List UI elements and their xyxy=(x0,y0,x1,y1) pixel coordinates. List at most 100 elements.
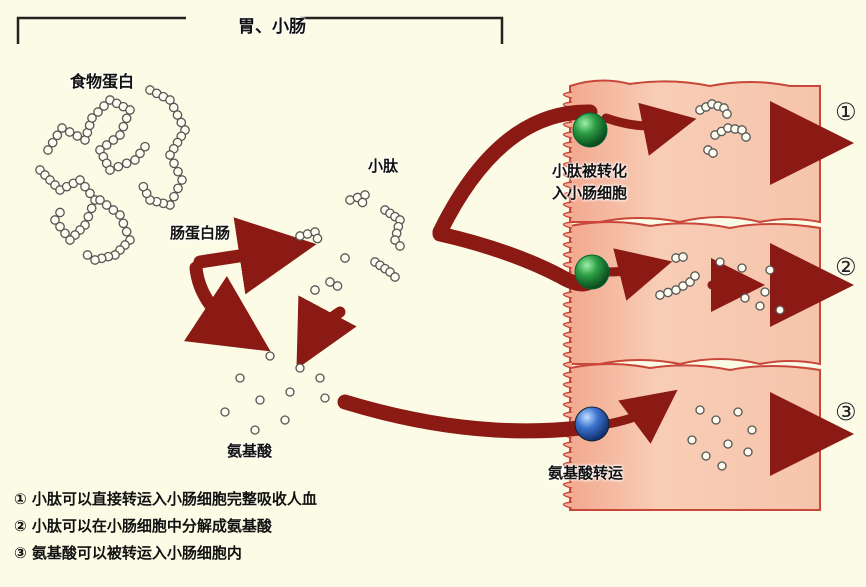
molecule-bead xyxy=(91,256,99,264)
microvillus xyxy=(564,142,573,148)
microvillus xyxy=(564,132,573,138)
microvillus xyxy=(564,262,573,268)
molecule-bead xyxy=(119,122,127,130)
molecule-bead xyxy=(236,374,244,382)
molecule-bead xyxy=(221,408,229,416)
molecule-bead xyxy=(738,264,746,272)
molecule-bead xyxy=(761,288,769,296)
molecule-bead xyxy=(122,227,130,235)
molecule-bead xyxy=(341,254,349,262)
molecule-bead xyxy=(744,448,752,456)
molecule-bead xyxy=(170,159,178,167)
molecule-bead xyxy=(178,176,186,184)
molecule-bead xyxy=(718,462,726,470)
arrow-enzyme-down xyxy=(196,268,238,330)
molecule-bead xyxy=(333,282,341,290)
molecule-bead xyxy=(311,286,319,294)
molecule-bead xyxy=(321,394,329,402)
microvillus xyxy=(564,442,573,448)
microvillus xyxy=(564,242,573,248)
microvillus xyxy=(564,122,573,128)
molecule-bead xyxy=(696,406,704,414)
microvillus xyxy=(564,392,573,398)
molecule-bead xyxy=(116,211,124,219)
molecule-bead xyxy=(723,110,731,118)
microvillus xyxy=(564,342,573,348)
molecule-bead xyxy=(712,416,720,424)
microvillus xyxy=(564,352,573,358)
molecule-bead xyxy=(702,452,710,460)
label-small-peptide: 小肽 xyxy=(368,155,398,176)
microvillus xyxy=(564,382,573,388)
molecule-bead xyxy=(286,388,294,396)
microvillus xyxy=(564,302,573,308)
legend: ① 小肽可以直接转运入小肠细胞完整吸收人血 ② 小肽可以在小肠细胞中分解成氨基酸… xyxy=(14,486,317,567)
microvillus xyxy=(564,252,573,258)
header-title: 胃、小肠 xyxy=(238,12,306,37)
molecule-bead xyxy=(724,440,732,448)
molecule-bead xyxy=(122,159,130,167)
legend-item-3: ③ 氨基酸可以被转运入小肠细胞内 xyxy=(14,540,317,567)
molecule-bead xyxy=(748,426,756,434)
microvillus xyxy=(564,292,573,298)
microvillus xyxy=(564,412,573,418)
microvillus xyxy=(564,222,573,228)
marker-1: ① xyxy=(835,98,857,126)
molecule-bead xyxy=(358,198,366,206)
microvillus xyxy=(564,312,573,318)
arrow-peptide-down xyxy=(312,312,340,340)
transporter-amino-acid xyxy=(575,407,609,441)
molecule-bead xyxy=(688,436,696,444)
molecule-bead xyxy=(391,273,399,281)
label-path1-line1: 小肽被转化 xyxy=(552,160,692,182)
molecule-bead xyxy=(296,364,304,372)
molecule-bead xyxy=(174,184,182,192)
molecule-bead xyxy=(679,253,687,261)
label-path1-line2: 入小肠细胞 xyxy=(552,182,692,204)
molecule-bead xyxy=(141,142,149,150)
molecule-bead xyxy=(119,219,127,227)
transporter-peptide-1 xyxy=(573,113,607,147)
molecule-bead xyxy=(313,234,321,242)
molecule-bead xyxy=(87,204,95,212)
molecule-bead xyxy=(83,251,91,259)
arrow-to-small-peptide xyxy=(200,250,278,262)
molecule-bead xyxy=(734,408,742,416)
molecule-bead xyxy=(122,114,130,122)
label-path1: 小肽被转化 入小肠细胞 xyxy=(552,160,692,204)
molecule-bead xyxy=(170,192,178,200)
molecule-bead xyxy=(691,272,699,280)
microvillus xyxy=(564,372,573,378)
microvillus xyxy=(564,92,573,98)
microvillus xyxy=(564,452,573,458)
molecule-bead xyxy=(316,374,324,382)
label-enzyme: 肠蛋白肠 xyxy=(170,222,230,243)
microvillus xyxy=(564,322,573,328)
legend-item-2: ② 小肽可以在小肠细胞中分解成氨基酸 xyxy=(14,513,317,540)
molecule-bead xyxy=(776,306,784,314)
label-path3: 氨基酸转运 xyxy=(548,462,623,483)
microvillus xyxy=(564,502,573,508)
molecule-bead xyxy=(656,291,664,299)
molecule-bead xyxy=(56,208,64,216)
transporter-peptide-2 xyxy=(575,255,609,289)
molecule-bead xyxy=(716,258,724,266)
microvillus xyxy=(564,212,573,218)
marker-3: ③ xyxy=(835,398,857,426)
microvillus xyxy=(564,362,573,368)
molecule-bead xyxy=(139,182,147,190)
arrow-in-cell-2 xyxy=(606,268,646,272)
label-food-protein: 食物蛋白 xyxy=(70,68,134,92)
molecule-bead xyxy=(756,302,764,310)
microvillus xyxy=(564,402,573,408)
molecule-bead xyxy=(256,396,264,404)
molecule-bead xyxy=(126,106,134,114)
molecule-bead xyxy=(251,426,259,434)
molecule-bead xyxy=(281,416,289,424)
molecule-bead xyxy=(174,167,182,175)
molecule-bead xyxy=(396,242,404,250)
molecule-bead xyxy=(741,294,749,302)
molecule-bead xyxy=(166,151,174,159)
molecule-bead xyxy=(84,212,92,220)
molecule-bead xyxy=(709,149,717,157)
